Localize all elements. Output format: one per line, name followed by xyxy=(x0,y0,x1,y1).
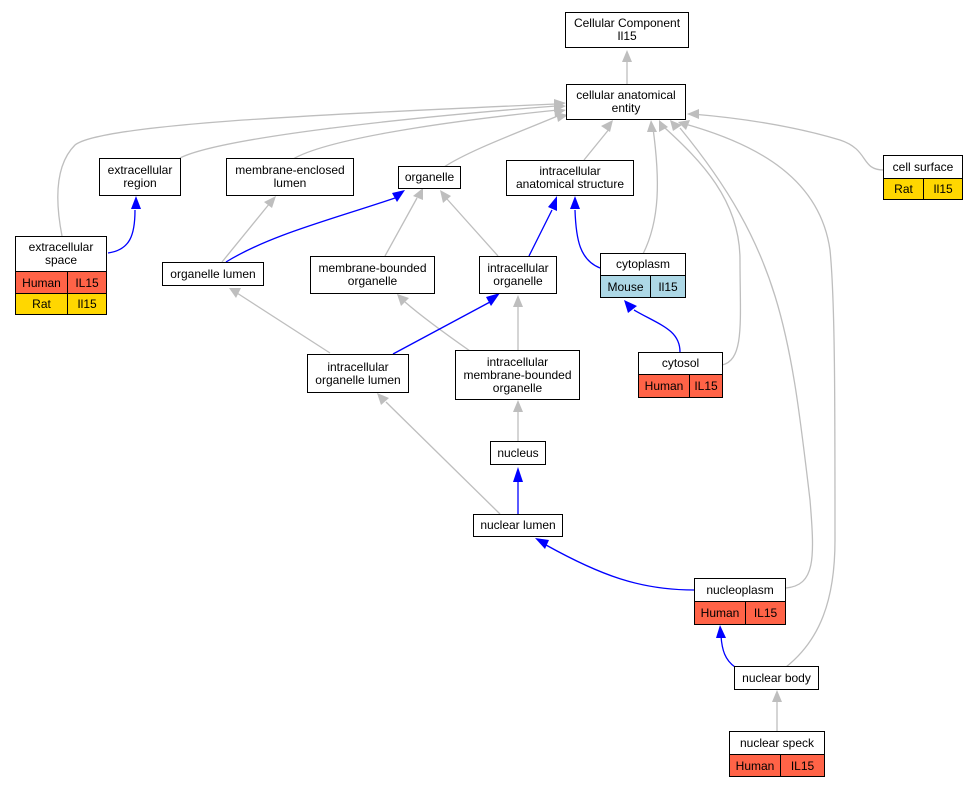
node-intracellular-organelle-lumen[interactable]: intracellular organelle lumen xyxy=(307,354,409,393)
arrowhead xyxy=(513,467,523,482)
node-cytoplasm[interactable]: cytoplasm Mouse Il15 xyxy=(600,253,686,298)
node-organelle[interactable]: organelle xyxy=(398,166,461,189)
edge-exspace-to-cae xyxy=(57,103,557,237)
edge-exregion-to-cae xyxy=(179,105,557,159)
edge-orglumen-to-mel xyxy=(221,202,271,263)
edge-ias-to-cae xyxy=(583,127,611,161)
edge-imbo-to-mbo xyxy=(404,301,471,352)
arrowhead xyxy=(131,196,141,209)
edge-cytosol-to-cae xyxy=(664,127,742,366)
annotation-row: Human IL15 xyxy=(16,271,106,293)
node-cytosol[interactable]: cytosol Human IL15 xyxy=(638,352,723,398)
annotation-row: Rat Il15 xyxy=(884,178,962,199)
gene-cell: IL15 xyxy=(745,602,785,624)
edge-io-to-organelle xyxy=(446,198,499,257)
edge-nuclearbody-to-cae xyxy=(684,123,836,668)
arrowhead xyxy=(264,196,276,208)
arrowhead xyxy=(392,190,405,202)
species-cell: Rat xyxy=(16,294,67,314)
node-extracellular-region[interactable]: extracellular region xyxy=(99,158,181,196)
node-nucleus[interactable]: nucleus xyxy=(490,441,546,465)
node-extracellular-space[interactable]: extracellular space Human IL15 Rat Il15 xyxy=(15,236,107,315)
node-nucleoplasm[interactable]: nucleoplasm Human IL15 xyxy=(694,578,786,625)
node-organelle-lumen[interactable]: organelle lumen xyxy=(162,262,264,286)
node-nuclear-body[interactable]: nuclear body xyxy=(734,666,819,690)
node-label: cytoplasm xyxy=(615,257,671,271)
edge-organelle-to-cae xyxy=(443,114,561,168)
node-label: cell surface xyxy=(892,159,954,174)
annotation-row: Human IL15 xyxy=(695,601,785,624)
edge-cellsurface-to-cae xyxy=(691,113,885,171)
edge-nucleoplasm-to-cae xyxy=(679,127,814,589)
arrowhead xyxy=(513,400,523,412)
edge-nuclearbody-to-nucleoplasm xyxy=(720,635,736,668)
annotation-row: Rat Il15 xyxy=(16,293,106,314)
node-label: nuclear speck xyxy=(739,735,815,750)
edge-mel-to-cae xyxy=(289,109,559,162)
node-membrane-enclosed-lumen[interactable]: membrane-enclosed lumen xyxy=(226,158,354,196)
node-cellular-component[interactable]: Cellular Component Il15 xyxy=(565,12,689,48)
edge-cytosol-to-cytoplasm xyxy=(633,309,681,353)
annotation-row: Mouse Il15 xyxy=(601,275,685,297)
annotation-row: Human IL15 xyxy=(730,754,824,776)
arrowhead xyxy=(624,300,637,313)
edge-io-to-ias xyxy=(528,209,553,257)
gene-cell: Il15 xyxy=(923,179,962,199)
arrowhead xyxy=(413,188,423,200)
species-cell: Human xyxy=(730,755,780,776)
arrowhead xyxy=(659,120,668,132)
node-nuclear-lumen[interactable]: nuclear lumen xyxy=(473,514,563,537)
gene-cell: IL15 xyxy=(689,375,722,397)
arrowhead xyxy=(486,293,500,306)
node-intracellular-organelle[interactable]: intracellular organelle xyxy=(479,256,557,294)
arrowhead xyxy=(647,120,657,132)
arrowhead xyxy=(687,109,699,119)
arrowhead xyxy=(716,625,726,638)
arrowhead xyxy=(397,294,409,306)
edge-mbo-to-organelle xyxy=(384,197,418,257)
annotation-row: Human IL15 xyxy=(639,374,722,397)
arrowhead xyxy=(229,288,241,298)
node-membrane-bounded-organelle[interactable]: membrane-bounded organelle xyxy=(310,256,435,294)
arrowhead xyxy=(556,112,568,122)
edge-exspace-to-exregion xyxy=(107,209,136,254)
arrowhead xyxy=(670,120,682,131)
edge-cytoplasm-to-ias xyxy=(574,209,601,269)
arrowhead xyxy=(513,295,523,307)
arrowhead xyxy=(772,690,782,702)
edge-iol-to-io xyxy=(392,301,491,355)
node-label: cytosol xyxy=(661,356,700,370)
edge-nucleoplasm-to-nuclearlumen xyxy=(545,544,695,591)
gene-cell: IL15 xyxy=(67,272,106,293)
arrowhead xyxy=(377,393,389,405)
arrowhead xyxy=(678,120,690,130)
node-nuclear-speck[interactable]: nuclear speck Human IL15 xyxy=(729,731,825,777)
node-intracellular-anatomical-structure[interactable]: intracellular anatomical structure xyxy=(506,160,634,196)
species-cell: Human xyxy=(695,602,745,624)
node-cell-surface[interactable]: cell surface Rat Il15 xyxy=(883,155,963,200)
arrowhead xyxy=(548,196,557,211)
species-cell: Mouse xyxy=(601,276,650,297)
arrowhead xyxy=(440,190,451,203)
edge-orglumen-to-organelle xyxy=(225,197,396,263)
node-label: nucleoplasm xyxy=(706,582,774,597)
species-cell: Human xyxy=(639,375,689,397)
arrowhead xyxy=(570,196,580,209)
edge-iol-to-orglumen xyxy=(236,292,331,354)
edge-cytoplasm-to-cae xyxy=(642,127,659,255)
node-label: extracellular space xyxy=(28,240,94,267)
arrowhead xyxy=(622,50,632,62)
gene-cell: Il15 xyxy=(67,294,106,314)
gene-cell: IL15 xyxy=(780,755,824,776)
species-cell: Rat xyxy=(884,179,923,199)
node-intracellular-membrane-bounded-organelle[interactable]: intracellular membrane-bounded organelle xyxy=(455,350,580,400)
gene-cell: Il15 xyxy=(650,276,685,297)
edge-nuclearlumen-to-iol xyxy=(385,401,501,515)
arrowhead xyxy=(601,120,613,132)
arrowhead xyxy=(535,538,549,549)
species-cell: Human xyxy=(16,272,67,293)
node-cellular-anatomical-entity[interactable]: cellular anatomical entity xyxy=(566,84,686,120)
